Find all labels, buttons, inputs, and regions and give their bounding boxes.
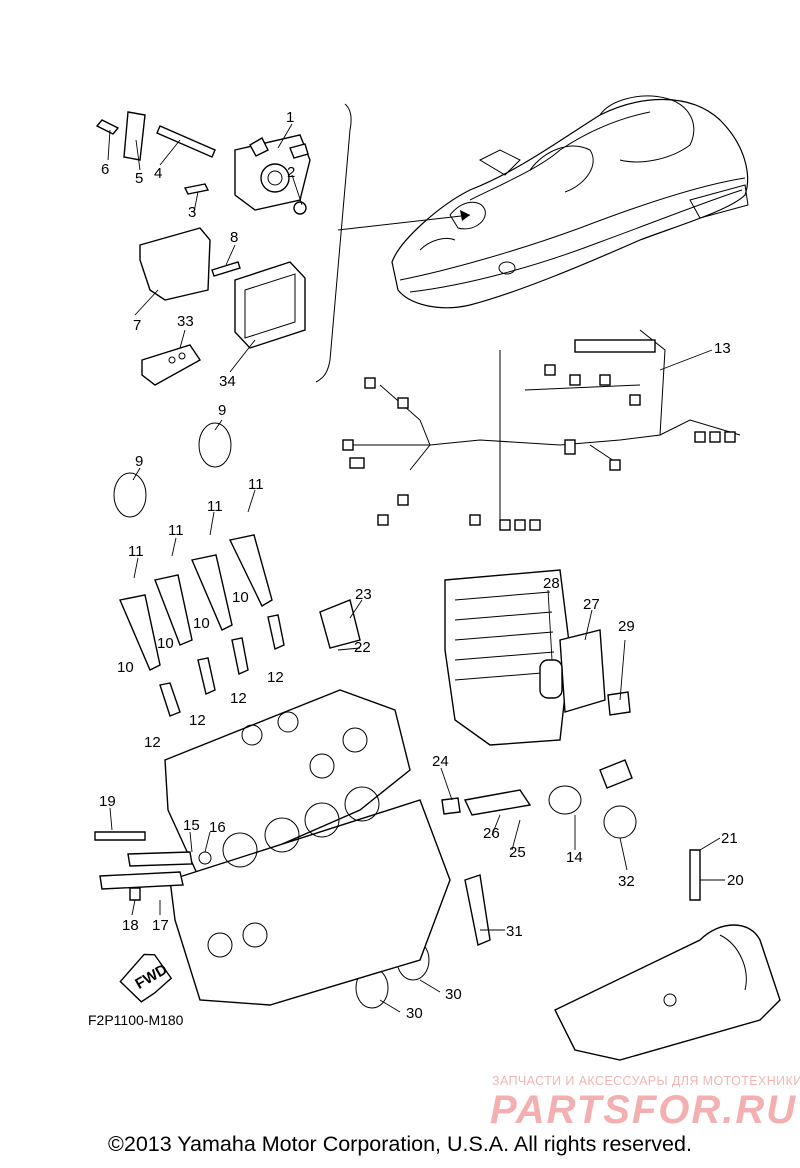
callout-26: 26 <box>483 825 500 842</box>
callout-10c: 10 <box>193 615 210 632</box>
callout-10a: 10 <box>117 659 134 676</box>
callout-16: 16 <box>209 819 226 836</box>
reference-code: F2P1100-M180 <box>88 1012 184 1028</box>
callout-13: 13 <box>714 340 731 357</box>
band-clamps <box>113 422 637 1009</box>
callout-3: 3 <box>188 204 196 221</box>
callout-32: 32 <box>618 873 635 890</box>
callout-30b: 30 <box>406 1005 423 1022</box>
watermark: ЗАПЧАСТИ И АКСЕССУАРЫ ДЛЯ МОТОТЕХНИКИ PA… <box>490 1074 800 1132</box>
callout-6: 6 <box>101 161 109 178</box>
callout-1: 1 <box>286 109 294 126</box>
callout-31: 31 <box>506 923 523 940</box>
callout-22: 22 <box>354 639 371 656</box>
callout-18: 18 <box>122 917 139 934</box>
callout-4: 4 <box>154 165 162 182</box>
watercraft-illustration <box>391 95 749 309</box>
throttle-body-assembly <box>95 111 311 215</box>
electrical-box <box>444 569 606 746</box>
callout-2: 2 <box>287 164 295 181</box>
callout-8: 8 <box>230 229 238 246</box>
callout-12c: 12 <box>189 712 206 729</box>
callout-17: 17 <box>152 917 169 934</box>
callout-27: 27 <box>583 596 600 613</box>
callout-5: 5 <box>135 170 143 187</box>
callout-33: 33 <box>177 313 194 330</box>
callout-10b: 10 <box>157 635 174 652</box>
ignition-coils <box>119 534 285 717</box>
watermark-tagline: ЗАПЧАСТИ И АКСЕССУАРЫ ДЛЯ МОТОТЕХНИКИ <box>492 1074 800 1088</box>
callout-24: 24 <box>432 753 449 770</box>
callout-23: 23 <box>355 586 372 603</box>
watermark-logo: PARTSFOR.RU <box>490 1088 797 1132</box>
callout-12d: 12 <box>144 734 161 751</box>
callout-12a: 12 <box>267 669 284 686</box>
group-bracket <box>315 103 352 383</box>
bracket-arrowhead <box>460 210 470 221</box>
callout-7: 7 <box>133 317 141 334</box>
callout-11b: 11 <box>207 498 223 515</box>
callout-11c: 11 <box>168 522 184 539</box>
callout-21: 21 <box>721 830 738 847</box>
callout-11d: 11 <box>128 543 144 560</box>
copyright-notice: ©2013 Yamaha Motor Corporation, U.S.A. A… <box>108 1132 692 1156</box>
bracket-arrow <box>337 214 471 231</box>
engine-block <box>164 689 451 1006</box>
callout-15: 15 <box>183 817 200 834</box>
callout-11a: 11 <box>248 476 264 493</box>
callout-12b: 12 <box>230 690 247 707</box>
leader-lines <box>107 123 725 1013</box>
fwd-arrow: FWD <box>119 953 173 1003</box>
callout-9a: 9 <box>218 402 226 419</box>
callout-labels: 1 2 3 4 5 6 7 8 9 9 10 10 10 10 11 11 11… <box>99 109 744 1022</box>
exhaust-pipe <box>554 924 781 1061</box>
callout-30a: 30 <box>445 986 462 1003</box>
callout-9b: 9 <box>135 453 143 470</box>
callout-14: 14 <box>566 849 583 866</box>
callout-28: 28 <box>543 575 560 592</box>
callout-29: 29 <box>618 618 635 635</box>
ecu-assembly <box>139 227 306 386</box>
wire-harness <box>342 329 741 531</box>
callout-10d: 10 <box>232 589 249 606</box>
callout-19: 19 <box>99 793 116 810</box>
callout-20: 20 <box>727 872 744 889</box>
sensors-misc <box>94 599 701 946</box>
callout-34: 34 <box>219 373 236 390</box>
callout-25: 25 <box>509 844 526 861</box>
